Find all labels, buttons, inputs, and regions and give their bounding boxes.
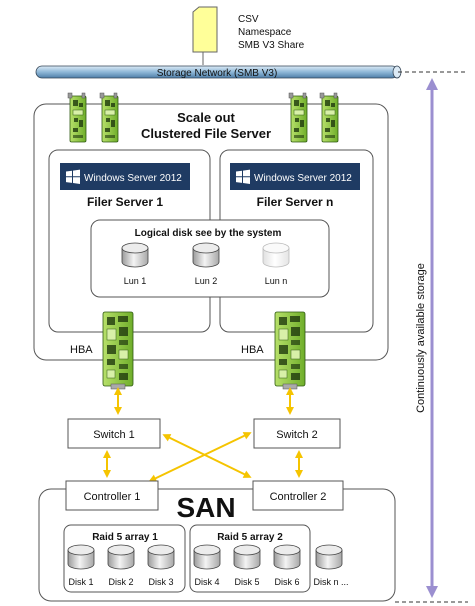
- lun-label-2: Lun 2: [195, 276, 218, 286]
- network-label: Storage Network (SMB V3): [157, 68, 278, 79]
- csv-label-line-2: Namespace: [238, 27, 292, 38]
- switch-2-label: Switch 2: [276, 429, 318, 441]
- extra-disk-icon: [315, 544, 343, 570]
- disk-label-3: Disk 3: [148, 577, 173, 587]
- csv-label-line-1: CSV: [238, 14, 259, 25]
- lun-disk-icon: [192, 242, 220, 268]
- switch-2-box: [253, 418, 341, 449]
- network-card-icon: [67, 92, 87, 143]
- hba-card-icon: [274, 311, 306, 390]
- disk-label-6: Disk 6: [274, 577, 299, 587]
- csv-label-line-3: SMB V3 Share: [238, 40, 305, 51]
- filer-server-n-name: Filer Server n: [257, 195, 334, 209]
- cluster-title-line-1: Scale out: [177, 110, 235, 125]
- switch-1-box: [67, 418, 161, 449]
- windows-server-banner-n: Windows Server 2012: [230, 163, 360, 190]
- extra-disk-label: Disk n ...: [313, 577, 348, 587]
- san-label: SAN: [176, 492, 235, 523]
- network-card-icon: [99, 92, 119, 143]
- raid-array-2-title: Raid 5 array 2: [217, 532, 283, 543]
- controller-2-label: Controller 2: [270, 491, 327, 503]
- lun-disk-icon: [121, 242, 149, 268]
- raid-disk-icon: [67, 544, 95, 570]
- raid-disk-icon: [193, 544, 221, 570]
- hba-label-1: HBA: [70, 344, 93, 356]
- controller-1-label: Controller 1: [84, 491, 141, 503]
- windows-server-banner-1: Windows Server 2012: [60, 163, 190, 190]
- hba-card-icon: [102, 311, 134, 390]
- cluster-title-line-2: Clustered File Server: [141, 126, 271, 141]
- disk-label-2: Disk 2: [108, 577, 133, 587]
- raid-disk-icon: [273, 544, 301, 570]
- hba-label-n: HBA: [241, 344, 264, 356]
- windows-server-label-n: Windows Server 2012: [254, 173, 352, 184]
- windows-server-label-1: Windows Server 2012: [84, 173, 182, 184]
- network-card-icon: [319, 92, 339, 143]
- raid-array-1-title: Raid 5 array 1: [92, 532, 158, 543]
- raid-disk-icon: [147, 544, 175, 570]
- controller-1-box: [65, 480, 159, 511]
- logical-disk-title: Logical disk see by the system: [135, 228, 282, 239]
- network-card-icon: [288, 92, 308, 143]
- folder-icon: [192, 6, 218, 65]
- raid-disk-icon: [233, 544, 261, 570]
- switch-1-controller-2-link: [162, 434, 252, 478]
- lun-label-n: Lun n: [265, 276, 288, 286]
- switch-1-label: Switch 1: [93, 429, 135, 441]
- availability-label: Continuously available storage: [415, 263, 427, 413]
- controller-2-box: [252, 480, 344, 511]
- switch-2-controller-1-link: [148, 432, 252, 482]
- lun-label-1: Lun 1: [124, 276, 147, 286]
- lun-disk-icon-placeholder: [262, 242, 290, 268]
- filer-server-1-name: Filer Server 1: [87, 195, 163, 209]
- disk-label-5: Disk 5: [234, 577, 259, 587]
- raid-disk-icon: [107, 544, 135, 570]
- disk-label-4: Disk 4: [194, 577, 219, 587]
- disk-label-1: Disk 1: [68, 577, 93, 587]
